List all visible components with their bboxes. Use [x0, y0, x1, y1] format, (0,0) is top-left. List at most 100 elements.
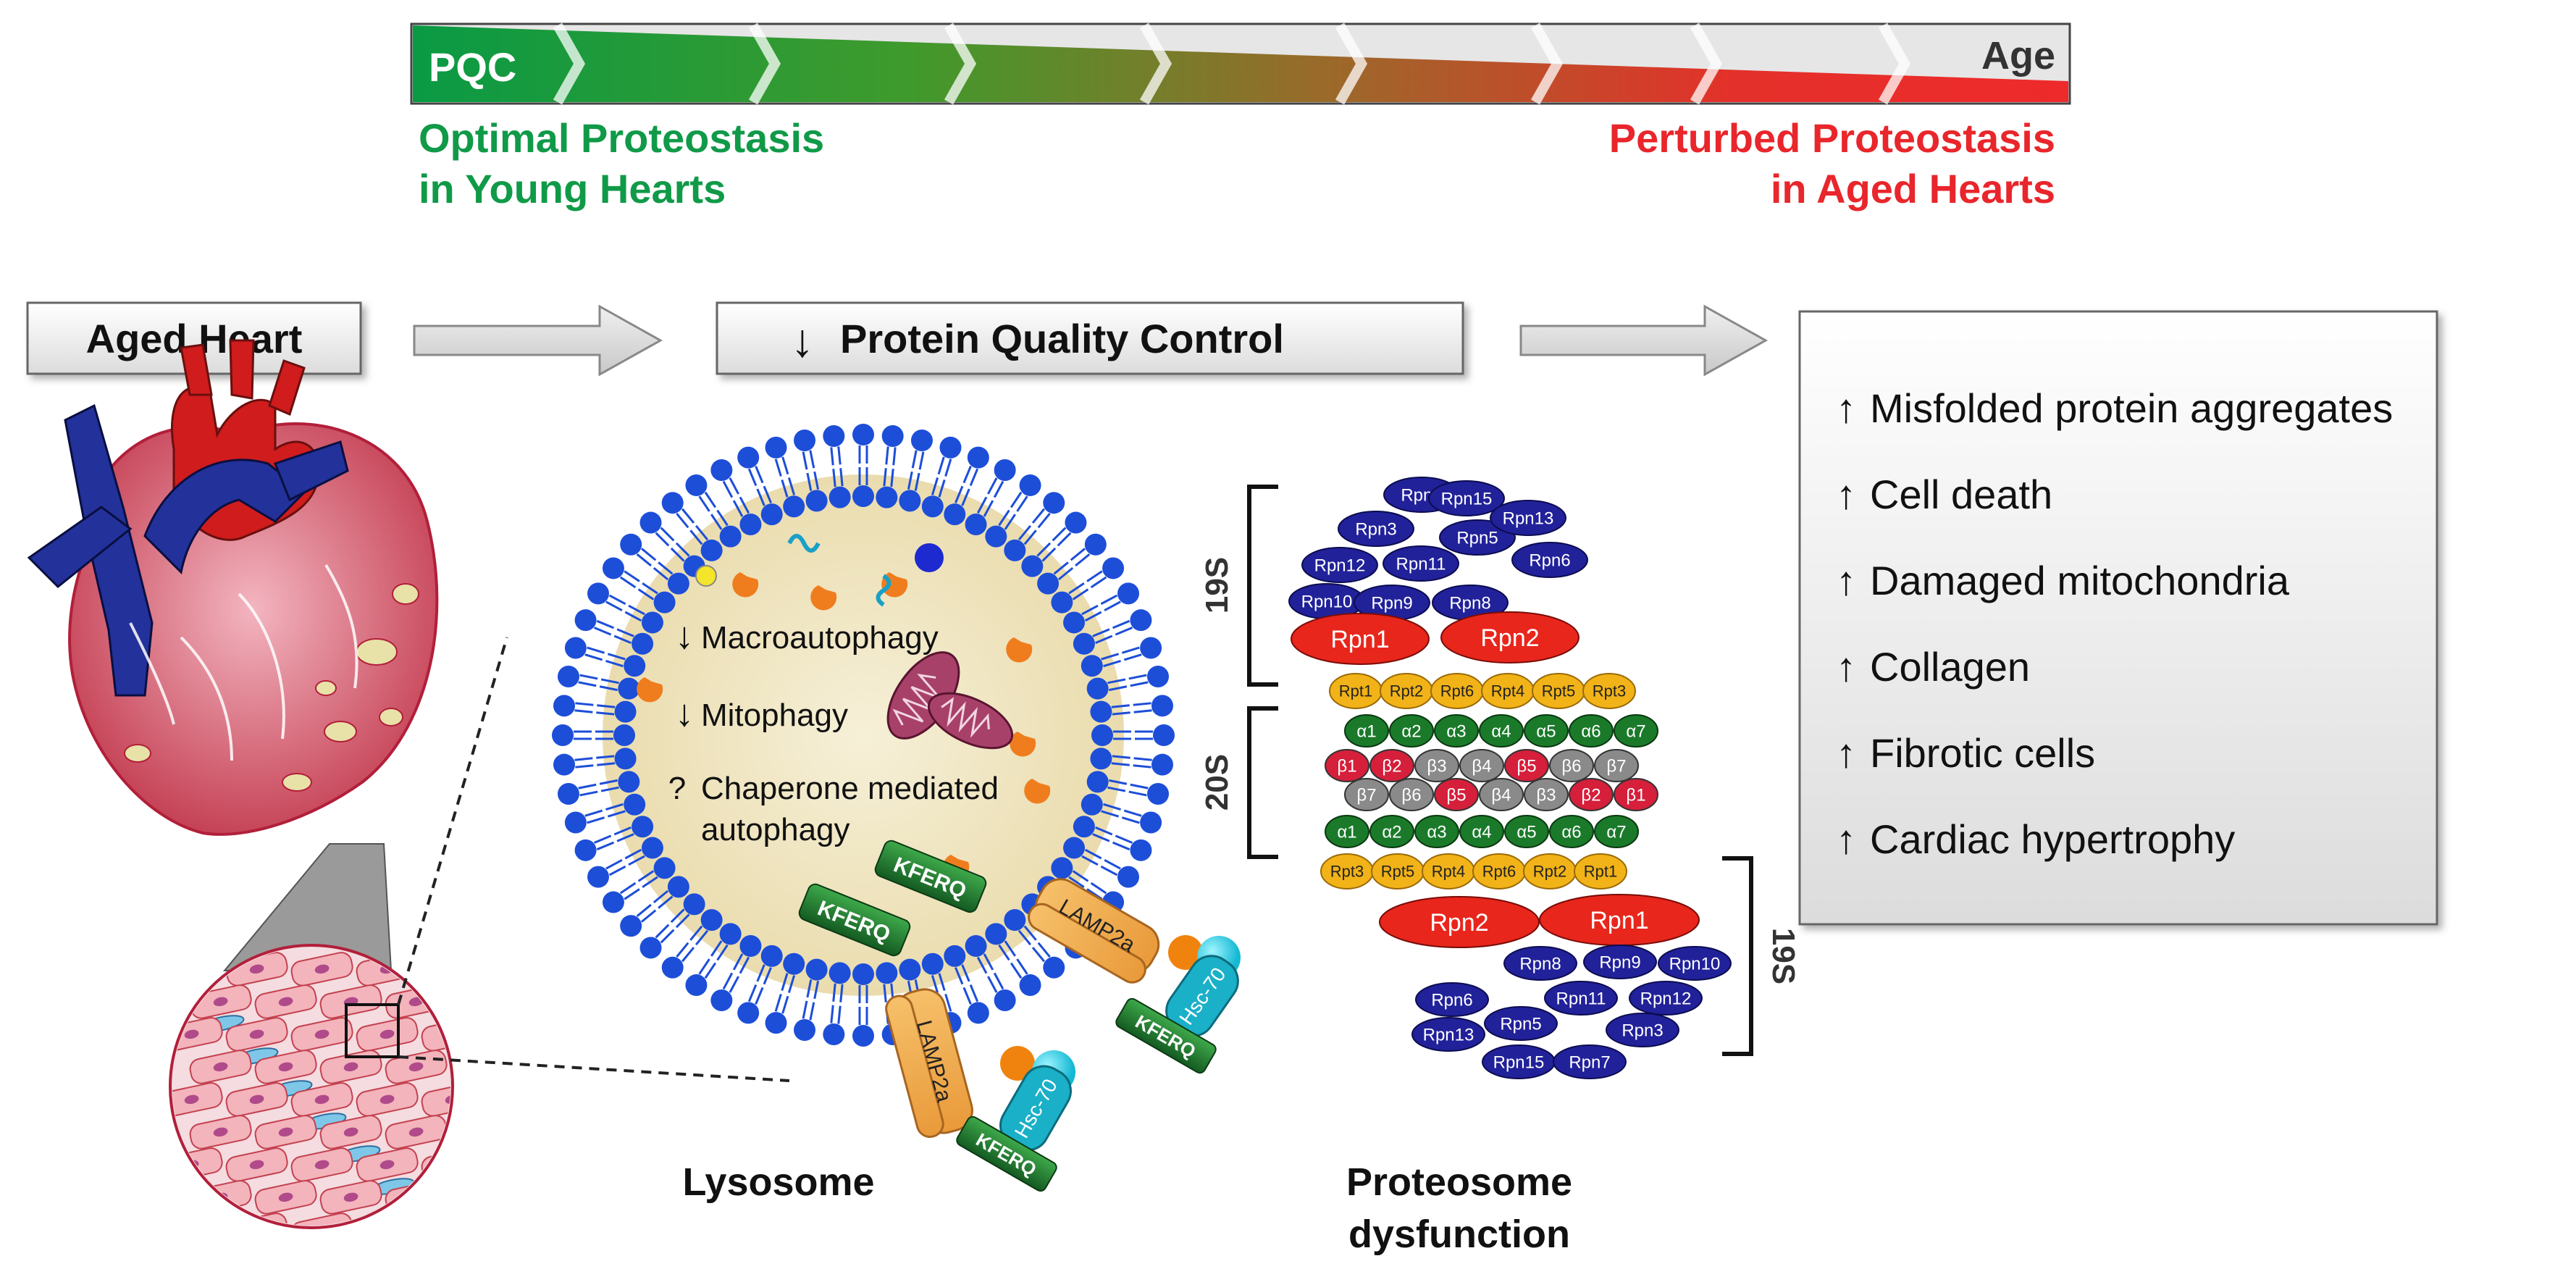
lipid-tail: [729, 477, 739, 495]
alpha-subunit-label: α4: [1472, 822, 1491, 842]
lipid-tail: [1133, 702, 1151, 706]
lipid-tail: [587, 646, 605, 654]
lipid-tail: [802, 451, 808, 470]
lipid-tail: [578, 681, 597, 687]
lipid-tail: [1016, 495, 1028, 512]
beta-subunit-label: β6: [1561, 756, 1581, 776]
lipid-tail: [1084, 848, 1102, 860]
muscle-fiber: [421, 952, 450, 987]
lipid-head-outer: [1147, 666, 1170, 688]
beta-subunit: [1569, 778, 1614, 811]
rpn-subunit: [1415, 982, 1489, 1017]
muscle-fiber: [172, 952, 223, 987]
mitochondrion-2: [927, 692, 1014, 750]
lipid-tail: [1128, 790, 1147, 797]
lipid-tail: [1092, 833, 1110, 842]
lipid-tail: [1072, 870, 1089, 882]
lipid-tail: [575, 702, 594, 706]
rpn-subunit: [1658, 946, 1732, 981]
rpn-subunit: [1511, 542, 1588, 578]
alpha-subunit-label: α1: [1337, 822, 1356, 842]
aged-heart-box: Aged Heart: [26, 301, 362, 375]
lipid-tail: [911, 450, 918, 469]
hsc70-head-orange-bottom: [1000, 1046, 1035, 1081]
lipid-head-outer: [737, 446, 760, 469]
lipid-tail: [1075, 553, 1091, 567]
muscle-fiber: [290, 1082, 353, 1117]
lipid-tail: [616, 628, 634, 637]
lipid-tail: [781, 973, 789, 992]
dna-fragment-2: [876, 574, 891, 607]
beta-subunit-label: β3: [1427, 756, 1446, 776]
lipid-head-outer: [852, 1025, 874, 1047]
lipid-tail: [628, 604, 645, 616]
rpn-subunit-label: Rpn13: [1503, 508, 1554, 528]
outcome-item: Misfolded protein aggregates: [1870, 385, 2393, 431]
rpn-large-subunit-label: Rpn2: [1480, 624, 1539, 652]
lipid-head-inner: [1004, 909, 1026, 931]
lipid-tail: [806, 472, 813, 491]
lipid-tail: [839, 468, 844, 487]
beta-subunit: [1594, 749, 1639, 782]
lipid-tail: [624, 888, 640, 900]
muscle-fiber: [319, 1115, 382, 1150]
lipid-tail: [1133, 764, 1151, 769]
macroautophagy-label: Macroautophagy: [701, 620, 939, 656]
lipid-tail: [907, 471, 913, 490]
lipid-tail: [579, 790, 598, 797]
lipid-tail: [830, 1005, 834, 1023]
beta-subunit: [1479, 778, 1524, 811]
lipid-tail: [976, 956, 988, 974]
lipid-head-outer: [574, 609, 597, 632]
lipid-head-inner: [805, 958, 828, 981]
lipid-head-inner: [641, 837, 663, 859]
alpha-subunit-label: α4: [1491, 721, 1511, 741]
lipid-tail: [681, 947, 695, 963]
lipid-head-outer: [639, 511, 662, 534]
muscle-fiber: [254, 1050, 317, 1084]
rpn-subunit: [1490, 500, 1566, 536]
lipid-tail: [944, 993, 952, 1012]
alpha-subunit: [1594, 815, 1639, 848]
muscle-fiber: [385, 1050, 448, 1084]
rpt-subunit-label: Rpt5: [1381, 863, 1414, 881]
flow-arrow-1: [413, 304, 663, 377]
rpn-subunit-label: Rpn13: [1423, 1025, 1474, 1044]
muscle-fiber: [225, 1082, 288, 1117]
lipid-head-outer: [967, 1002, 989, 1024]
lipid-tail: [1031, 947, 1046, 963]
lysosome-cargo: [637, 534, 1051, 880]
lipid-tail: [931, 477, 939, 495]
muscle-fiber: [449, 1179, 513, 1216]
lipid-tail: [653, 889, 669, 904]
lipid-tail: [658, 561, 674, 575]
lipid-tail: [1123, 653, 1142, 661]
beta-subunit-label: β7: [1606, 756, 1626, 776]
lipid-tail: [624, 611, 642, 622]
lipid-head-outer: [564, 637, 587, 659]
lipid-tail: [619, 576, 637, 589]
rpn-subunit-label: Rpn15: [1441, 489, 1493, 508]
lipid-tail: [1123, 809, 1142, 817]
lipid-tail: [1004, 514, 1016, 530]
lipid-head-inner: [1091, 724, 1113, 746]
lipid-head-inner: [1021, 555, 1044, 577]
rpn-subunit: [1439, 519, 1516, 556]
muscle-fiber: [290, 952, 353, 987]
lipid-tail: [813, 981, 820, 1000]
rpn-large-subunit-label: Rpn1: [1590, 907, 1648, 934]
lipid-tail: [716, 944, 729, 961]
mitophagy-symbol: ↓: [675, 692, 694, 734]
lipid-head-outer: [1140, 637, 1162, 659]
rpn-subunit-label: Rpn11: [1556, 989, 1606, 1008]
lipid-tail: [716, 509, 729, 527]
lipid-tail: [918, 451, 925, 470]
lipid-tail: [628, 855, 645, 866]
lipid-tail: [636, 903, 652, 918]
muscle-fiber: [485, 1081, 550, 1118]
alpha-subunit-label: α3: [1446, 721, 1466, 741]
lipid-tail: [802, 1000, 808, 1019]
muscle-fiber: [189, 1050, 252, 1084]
